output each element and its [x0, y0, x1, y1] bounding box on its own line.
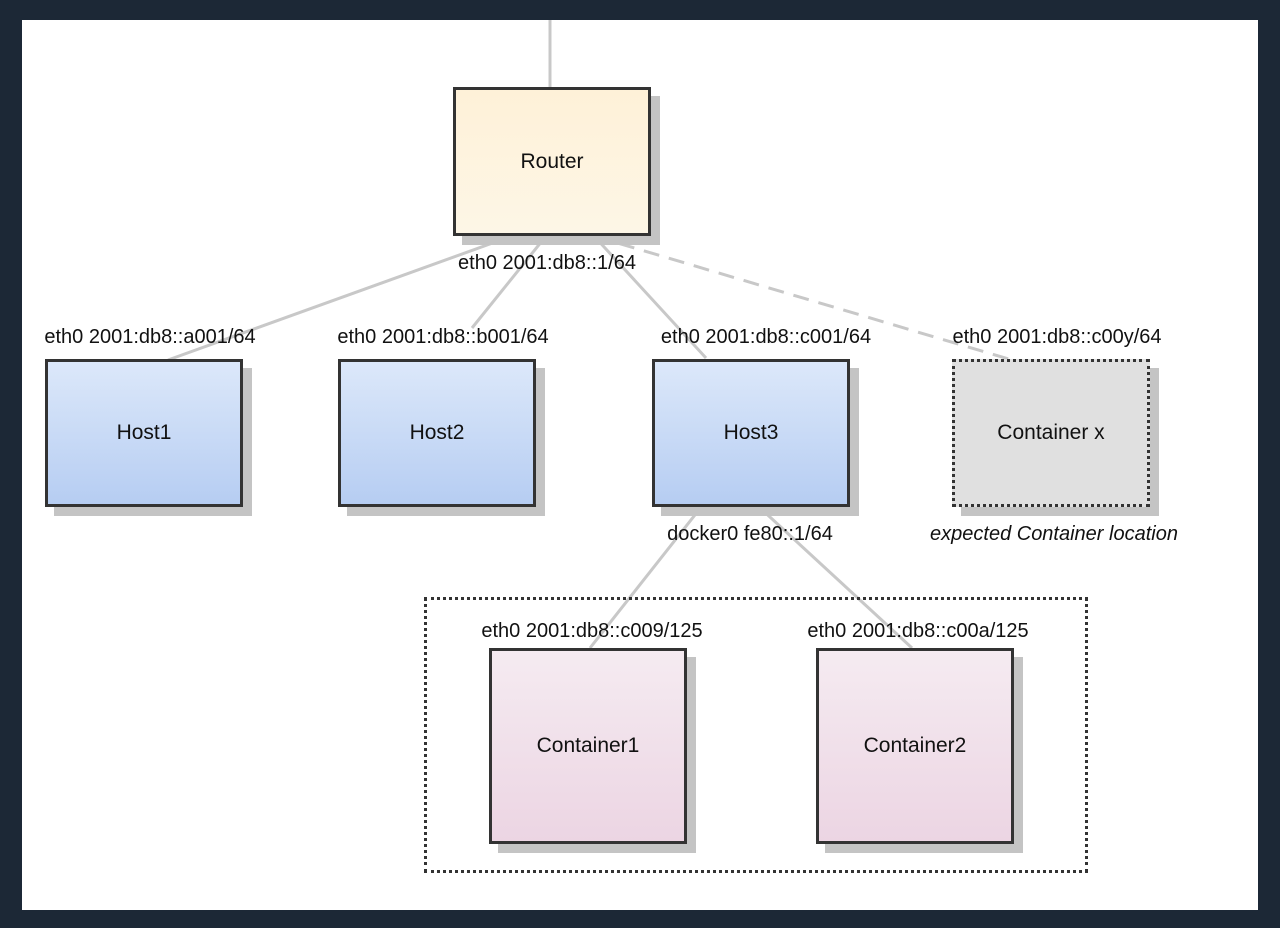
host3-node[interactable]: Host3: [652, 359, 850, 507]
host1-label: Host1: [116, 421, 172, 444]
container1-label: Container1: [536, 734, 640, 757]
link-router-host2: [470, 235, 548, 329]
container-x-eth0-label: eth0 2001:db8::c00y/64: [952, 326, 1162, 348]
router-eth0-label: eth0 2001:db8::1/64: [458, 252, 636, 274]
host1-node[interactable]: Host1: [45, 359, 243, 507]
host3-eth0-label: eth0 2001:db8::c001/64: [660, 326, 872, 348]
router-label: Router: [520, 149, 584, 173]
host1-eth0-label: eth0 2001:db8::a001/64: [44, 326, 256, 348]
link-router-container-x: [593, 234, 1013, 362]
link-host3-container1: [588, 505, 704, 649]
link-router-host3: [592, 234, 708, 360]
container-x-label: Container x: [997, 421, 1105, 444]
router-node[interactable]: Router: [453, 87, 651, 236]
container1-node[interactable]: Container1: [489, 648, 687, 844]
expected-location-note: expected Container location: [930, 523, 1178, 545]
host2-node[interactable]: Host2: [338, 359, 536, 507]
docker-network-group: [424, 597, 1088, 873]
container1-eth0-label: eth0 2001:db8::c009/125: [481, 620, 703, 642]
host3-docker0-label: docker0 fe80::1/64: [667, 523, 833, 545]
host3-label: Host3: [723, 421, 779, 444]
link-host3-container2: [756, 504, 914, 650]
container-x-node[interactable]: Container x: [952, 359, 1150, 507]
host2-label: Host2: [409, 421, 465, 444]
container2-eth0-label: eth0 2001:db8::c00a/125: [807, 620, 1029, 642]
link-router-host1: [167, 234, 513, 362]
host2-eth0-label: eth0 2001:db8::b001/64: [337, 326, 549, 348]
container2-label: Container2: [863, 734, 967, 757]
container2-node[interactable]: Container2: [816, 648, 1014, 844]
